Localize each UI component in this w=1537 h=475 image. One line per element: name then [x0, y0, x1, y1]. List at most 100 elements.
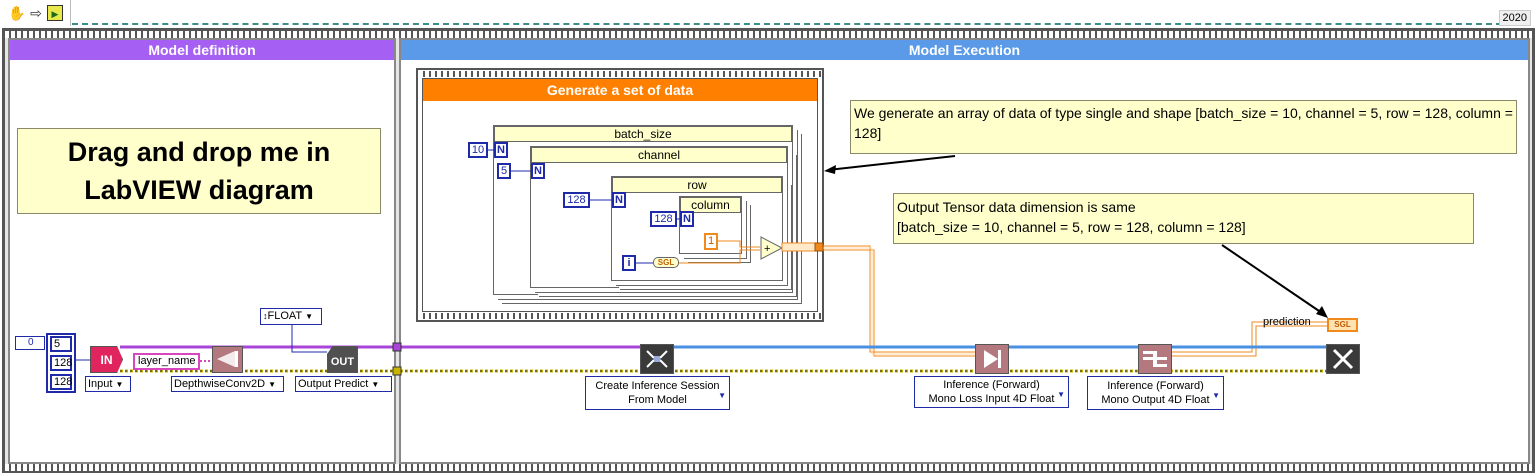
shape-element-1[interactable]: 128	[50, 355, 72, 371]
toolbar-separator	[70, 0, 71, 26]
create-session-label-line1: Create Inference Session	[595, 380, 720, 392]
column-constant[interactable]: 128	[650, 211, 677, 227]
wire-data-b	[823, 249, 975, 357]
input-layer-node[interactable]: IN	[90, 346, 123, 373]
n-terminal-column: N	[680, 211, 694, 227]
inference-loss-node[interactable]	[975, 344, 1009, 374]
inference-loss-label[interactable]: Inference (Forward) Mono Loss Input 4D F…	[914, 376, 1069, 408]
float-enum-label: FLOAT	[267, 310, 303, 322]
inference-output-node[interactable]	[1138, 344, 1172, 374]
output-dimension-note-line2: [batch_size = 10, channel = 5, row = 128…	[897, 219, 1246, 235]
row-constant[interactable]: 128	[563, 192, 590, 208]
create-session-label[interactable]: Create Inference Session From Model ▼	[585, 376, 730, 410]
toolbar: ✋ ⇨ ▶ 2020	[0, 0, 1537, 28]
one-constant[interactable]: 1	[704, 233, 718, 250]
toolbar-dash-line	[72, 23, 1502, 25]
film-strip-top	[5, 31, 1532, 38]
wire-data-a	[823, 245, 975, 353]
film-strip-bottom	[5, 464, 1532, 471]
inference-output-label-line2: Mono Output 4D Float	[1101, 394, 1210, 406]
tunnel-error	[392, 366, 402, 376]
output-predict-ring[interactable]: Output Predict▼	[295, 376, 392, 392]
dropdown-arrow-icon: ▼	[371, 380, 380, 389]
model-definition-panel: Model definition	[8, 38, 396, 464]
input-ring-label: Input	[88, 378, 113, 390]
wire-pred-b	[1170, 325, 1330, 357]
channel-constant[interactable]: 5	[497, 163, 511, 179]
add-node	[760, 236, 784, 260]
prediction-indicator-type: SGL	[1334, 320, 1351, 329]
wire-float-out	[291, 325, 327, 353]
shape-element-2[interactable]: 128	[50, 374, 72, 390]
for-loop-column: column	[679, 196, 742, 254]
data-generation-note-text: We generate an array of data of type sin…	[854, 105, 1513, 141]
version-badge: 2020	[1498, 10, 1531, 26]
prediction-indicator[interactable]: SGL	[1327, 318, 1358, 332]
generate-film-bottom	[419, 313, 821, 319]
note-arrow-1-head	[824, 165, 836, 174]
inference-loss-label-line1: Inference (Forward)	[943, 379, 1040, 391]
input-ring[interactable]: Input▼	[85, 376, 131, 392]
depthwise-ring[interactable]: DepthwiseConv2D▼	[171, 376, 284, 392]
output-dimension-note-line1: Output Tensor data dimension is same	[897, 199, 1136, 215]
svg-text:+: +	[764, 243, 770, 255]
inference-output-label-line1: Inference (Forward)	[1107, 380, 1204, 392]
inference-output-label[interactable]: Inference (Forward) Mono Output 4D Float…	[1087, 376, 1224, 410]
output-layer-node[interactable]: OUT	[327, 346, 358, 373]
output-predict-ring-label: Output Predict	[298, 378, 369, 390]
inference-output-icon	[1143, 351, 1167, 367]
drag-drop-note-text: Drag and drop me in LabVIEW diagram	[67, 137, 331, 205]
dropdown-arrow-icon: ▼	[1212, 391, 1220, 400]
float-enum-constant[interactable]: ↕FLOAT▼	[260, 308, 322, 325]
hand-icon[interactable]: ✋	[8, 5, 26, 21]
wire-one-add	[718, 240, 760, 248]
drag-drop-note: Drag and drop me in LabVIEW diagram	[17, 128, 381, 214]
n-terminal-batch: N	[494, 142, 508, 158]
create-session-node[interactable]	[640, 344, 674, 374]
to-single-convert-node[interactable]: SGL	[653, 257, 679, 268]
shape-element-0[interactable]: 5	[50, 336, 72, 352]
wire-pred-a	[1170, 321, 1330, 353]
dropdown-arrow-icon: ▼	[305, 312, 314, 321]
note-arrow-2-head	[1316, 306, 1328, 318]
model-execution-header: Model Execution	[401, 40, 1528, 60]
vi-icon[interactable]: ▶	[47, 5, 63, 21]
array-index-display[interactable]: 0	[15, 336, 45, 350]
dropdown-arrow-icon: ▼	[115, 380, 124, 389]
loop-label-batch: batch_size	[494, 126, 792, 142]
iteration-terminal: i	[622, 255, 636, 271]
n-terminal-row: N	[612, 192, 626, 208]
inference-forward-icon	[984, 350, 1001, 368]
enum-arrows-icon: ↕	[263, 311, 268, 321]
close-session-node[interactable]	[1326, 344, 1360, 374]
depthwise-conv2d-node[interactable]	[212, 346, 243, 373]
loop-label-channel: channel	[531, 147, 787, 163]
batch-size-constant[interactable]: 10	[468, 142, 488, 158]
loop-label-column: column	[680, 197, 741, 213]
note-arrow-2	[1221, 244, 1323, 314]
generate-header: Generate a set of data	[423, 79, 817, 101]
close-session-icon	[1327, 345, 1359, 373]
depthwise-conv-icon	[217, 351, 238, 367]
generate-film-top	[419, 71, 821, 77]
data-generation-note: We generate an array of data of type sin…	[850, 100, 1517, 154]
layer-name-constant[interactable]: layer_name	[133, 353, 200, 370]
dropdown-arrow-icon: ▼	[1057, 390, 1065, 399]
arrow-right-icon[interactable]: ⇨	[30, 5, 42, 21]
dropdown-arrow-icon: ▼	[268, 380, 277, 389]
wire-convert-add	[679, 249, 760, 264]
tunnel-model	[392, 342, 402, 352]
loop-label-row: row	[612, 177, 782, 193]
array-index-value: 0	[28, 337, 34, 348]
output-dimension-note: Output Tensor data dimension is same [ba…	[893, 193, 1474, 244]
model-definition-header: Model definition	[10, 40, 394, 60]
create-session-label-line2: From Model	[628, 394, 687, 406]
array-tunnel-stack	[781, 242, 819, 252]
sequence-output-tunnel	[814, 242, 824, 252]
create-session-icon	[641, 345, 673, 373]
n-terminal-channel: N	[531, 163, 545, 179]
depthwise-ring-label: DepthwiseConv2D	[174, 378, 266, 390]
note-arrow-1	[827, 155, 956, 171]
inference-loss-label-line2: Mono Loss Input 4D Float	[928, 393, 1055, 405]
prediction-label: prediction	[1263, 316, 1311, 328]
